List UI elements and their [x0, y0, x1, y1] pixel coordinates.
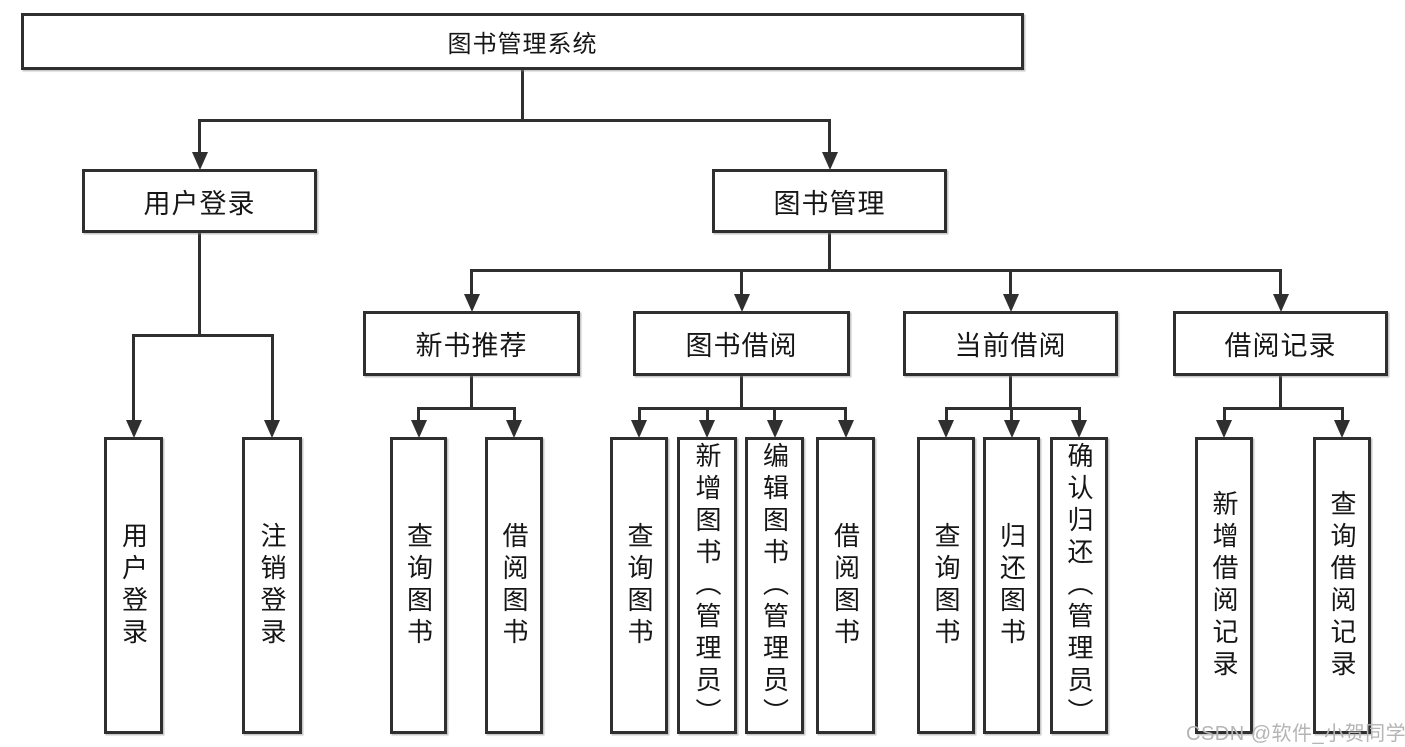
arrowhead-down-icon: [631, 420, 647, 438]
node-label: 借阅图书: [499, 521, 529, 650]
connector-line: [1222, 408, 1226, 421]
connector-line: [198, 120, 201, 153]
arrowhead-down-icon: [1002, 294, 1019, 312]
node-label: 借阅记录: [1224, 331, 1337, 361]
arrowhead-down-icon: [837, 420, 854, 438]
node-label: 查询图书: [624, 521, 654, 650]
connector-line: [512, 408, 516, 421]
connector-line: [1010, 408, 1013, 421]
node-label: 用户登录: [143, 188, 256, 219]
connector-line: [828, 233, 831, 270]
node-mgmt: 图书管理: [712, 169, 947, 233]
connector-line: [844, 408, 847, 421]
node-bw-edit: 编辑图书（管理员）: [745, 437, 804, 734]
connector-line: [1077, 408, 1081, 421]
arrowhead-down-icon: [766, 420, 783, 438]
connector-line: [637, 406, 847, 410]
watermark: CSDN @软件_小贺同学: [1186, 723, 1405, 745]
arrowhead-down-icon: [264, 420, 280, 438]
arrowhead-down-icon: [410, 420, 427, 438]
node-cur-query: 查询图书: [917, 437, 975, 734]
node-cur-confirm: 确认归还（管理员）: [1050, 437, 1108, 734]
node-records: 借阅记录: [1173, 311, 1388, 376]
arrowhead-down-icon: [506, 420, 522, 438]
node-label: 归还图书: [996, 521, 1027, 650]
arrowhead-down-icon: [938, 420, 954, 438]
arrowhead-down-icon: [1334, 420, 1350, 438]
arrowhead-down-icon: [1071, 420, 1087, 438]
node-current: 当前借阅: [903, 311, 1118, 376]
arrowhead-down-icon: [1003, 420, 1020, 438]
connector-line: [521, 70, 524, 120]
node-label: 新增借阅记录: [1209, 489, 1239, 682]
connector-line: [470, 376, 473, 408]
node-login: 用户登录: [82, 169, 317, 233]
connector-line: [740, 270, 743, 295]
node-login-user: 用户登录: [104, 437, 163, 734]
node-label: 新书推荐: [415, 331, 528, 361]
connector-line: [1340, 408, 1344, 421]
connector-line: [132, 335, 135, 421]
arrowhead-down-icon: [125, 420, 142, 438]
node-bw-add: 新增图书（管理员）: [677, 437, 737, 734]
node-label: 编辑图书（管理员）: [759, 441, 790, 730]
node-cur-return: 归还图书: [983, 437, 1040, 734]
arrowhead-down-icon: [1216, 420, 1232, 438]
node-nb-query: 查询图书: [390, 437, 447, 734]
connector-line: [1279, 376, 1282, 408]
node-nb-borrow: 借阅图书: [485, 437, 543, 734]
node-rec-query: 查询借阅记录: [1313, 437, 1371, 734]
node-rec-add: 新增借阅记录: [1195, 437, 1253, 734]
node-label: 图书管理: [773, 188, 886, 219]
connector-line: [270, 335, 274, 421]
connector-line: [773, 408, 776, 421]
node-login-out: 注销登录: [242, 437, 302, 734]
node-label: 新增图书（管理员）: [692, 441, 722, 730]
node-label: 确认归还（管理员）: [1064, 441, 1094, 730]
connector-line: [132, 333, 274, 337]
connector-line: [740, 376, 743, 408]
node-label: 查询图书: [931, 521, 961, 650]
arrowhead-down-icon: [1272, 294, 1289, 312]
arrowhead-down-icon: [191, 152, 208, 170]
node-root: 图书管理系统: [21, 13, 1024, 70]
connector-line: [1222, 406, 1344, 410]
node-newbook: 新书推荐: [363, 311, 580, 376]
node-label: 当前借阅: [954, 331, 1067, 361]
node-label: 注销登录: [257, 521, 287, 650]
connector-line: [417, 406, 516, 410]
node-bw-query: 查询图书: [610, 437, 668, 734]
connector-line: [417, 408, 420, 421]
connector-line: [198, 233, 201, 335]
connector-line: [637, 408, 641, 421]
node-label: 查询借阅记录: [1327, 489, 1357, 682]
node-label: 用户登录: [118, 521, 149, 650]
node-label: 图书管理系统: [447, 31, 598, 58]
connector-line: [828, 120, 831, 153]
arrowhead-down-icon: [821, 152, 838, 170]
node-bw-borrow: 借阅图书: [816, 437, 875, 734]
node-label: 借阅图书: [830, 521, 861, 650]
connector-line: [1009, 270, 1012, 295]
connector-line: [1279, 270, 1282, 295]
connector-line: [470, 270, 473, 295]
node-label: 查询图书: [403, 521, 434, 650]
arrowhead-down-icon: [699, 420, 715, 438]
arrowhead-down-icon: [463, 294, 480, 312]
connector-line: [705, 408, 709, 421]
connector-line: [470, 268, 1282, 272]
connector-line: [198, 118, 831, 122]
node-label: 图书借阅: [685, 331, 798, 361]
connector-line: [944, 408, 948, 421]
arrowhead-down-icon: [733, 294, 750, 312]
node-borrow: 图书借阅: [633, 311, 850, 376]
connector-line: [1009, 376, 1012, 408]
